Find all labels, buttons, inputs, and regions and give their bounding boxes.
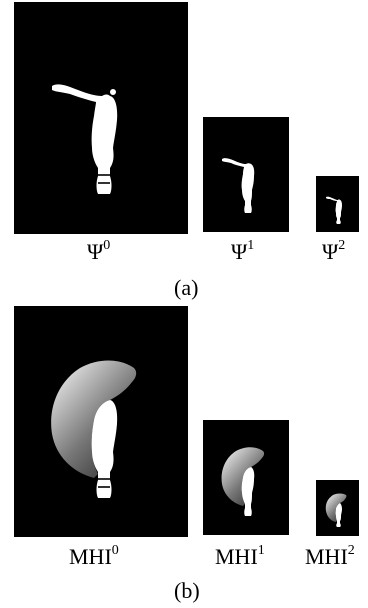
psi0-image [14, 2, 188, 234]
mhi1-label: MHI1 [215, 543, 265, 569]
psi2-image [316, 176, 359, 232]
caption-a: (a) [174, 275, 199, 300]
silhouette [52, 84, 118, 194]
psi2-label: Ψ2 [322, 238, 346, 264]
mhi0-image [14, 306, 188, 537]
psi1-image [203, 117, 289, 232]
mhi2-label: MHI2 [305, 543, 355, 569]
psi0-label: Ψ0 [87, 238, 111, 264]
psi1-label: Ψ1 [231, 238, 255, 264]
caption-b: (b) [174, 578, 200, 603]
mhi2-image [316, 480, 359, 536]
mhi0-label: MHI0 [69, 543, 119, 569]
mhi1-image [203, 420, 289, 535]
